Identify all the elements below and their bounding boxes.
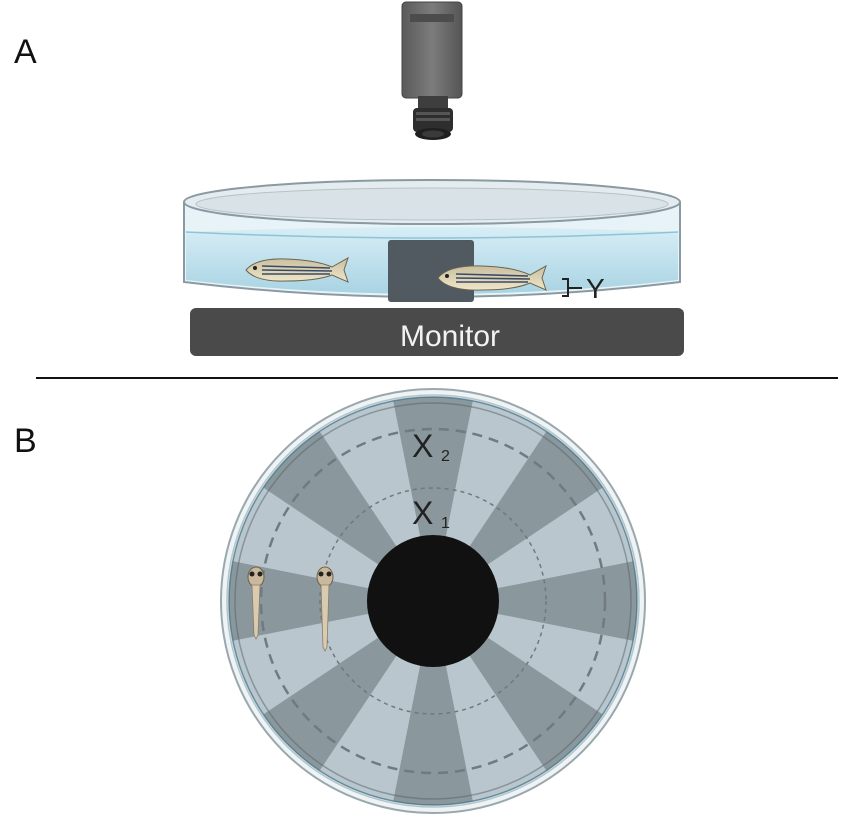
panel-b-label: B bbox=[14, 422, 37, 460]
zebrafish-icon bbox=[437, 264, 547, 291]
center-disc bbox=[367, 535, 499, 667]
monitor bbox=[190, 308, 684, 356]
zone-label-x2: X 2 bbox=[412, 428, 450, 465]
zone-outer-boundary bbox=[259, 427, 607, 775]
arena-dark-sector bbox=[433, 561, 638, 641]
zebrafish-icon bbox=[245, 256, 349, 283]
arena-dark-sector bbox=[393, 396, 473, 601]
arena-dark-sector bbox=[228, 561, 433, 641]
larva-icon bbox=[316, 566, 334, 652]
monitor-label: Monitor bbox=[400, 320, 500, 353]
zone-x2-letter: X bbox=[412, 428, 433, 464]
zone-label-x1: X 1 bbox=[412, 495, 450, 532]
panel-a-label: A bbox=[14, 33, 37, 71]
camera-icon bbox=[401, 1, 463, 140]
zone-inner-boundary bbox=[319, 487, 547, 715]
zone-x1-sub: 1 bbox=[441, 515, 450, 532]
larva-icon bbox=[247, 566, 265, 640]
zone-x2-sub: 2 bbox=[441, 448, 450, 465]
arena-dark-sector bbox=[393, 601, 473, 806]
depth-label: Y bbox=[586, 273, 605, 304]
panel-a: A bbox=[14, 1, 684, 356]
depth-indicator: Y bbox=[562, 273, 605, 304]
zone-x1-letter: X bbox=[412, 495, 433, 531]
panel-b: B X 2 X 1 bbox=[14, 388, 646, 814]
